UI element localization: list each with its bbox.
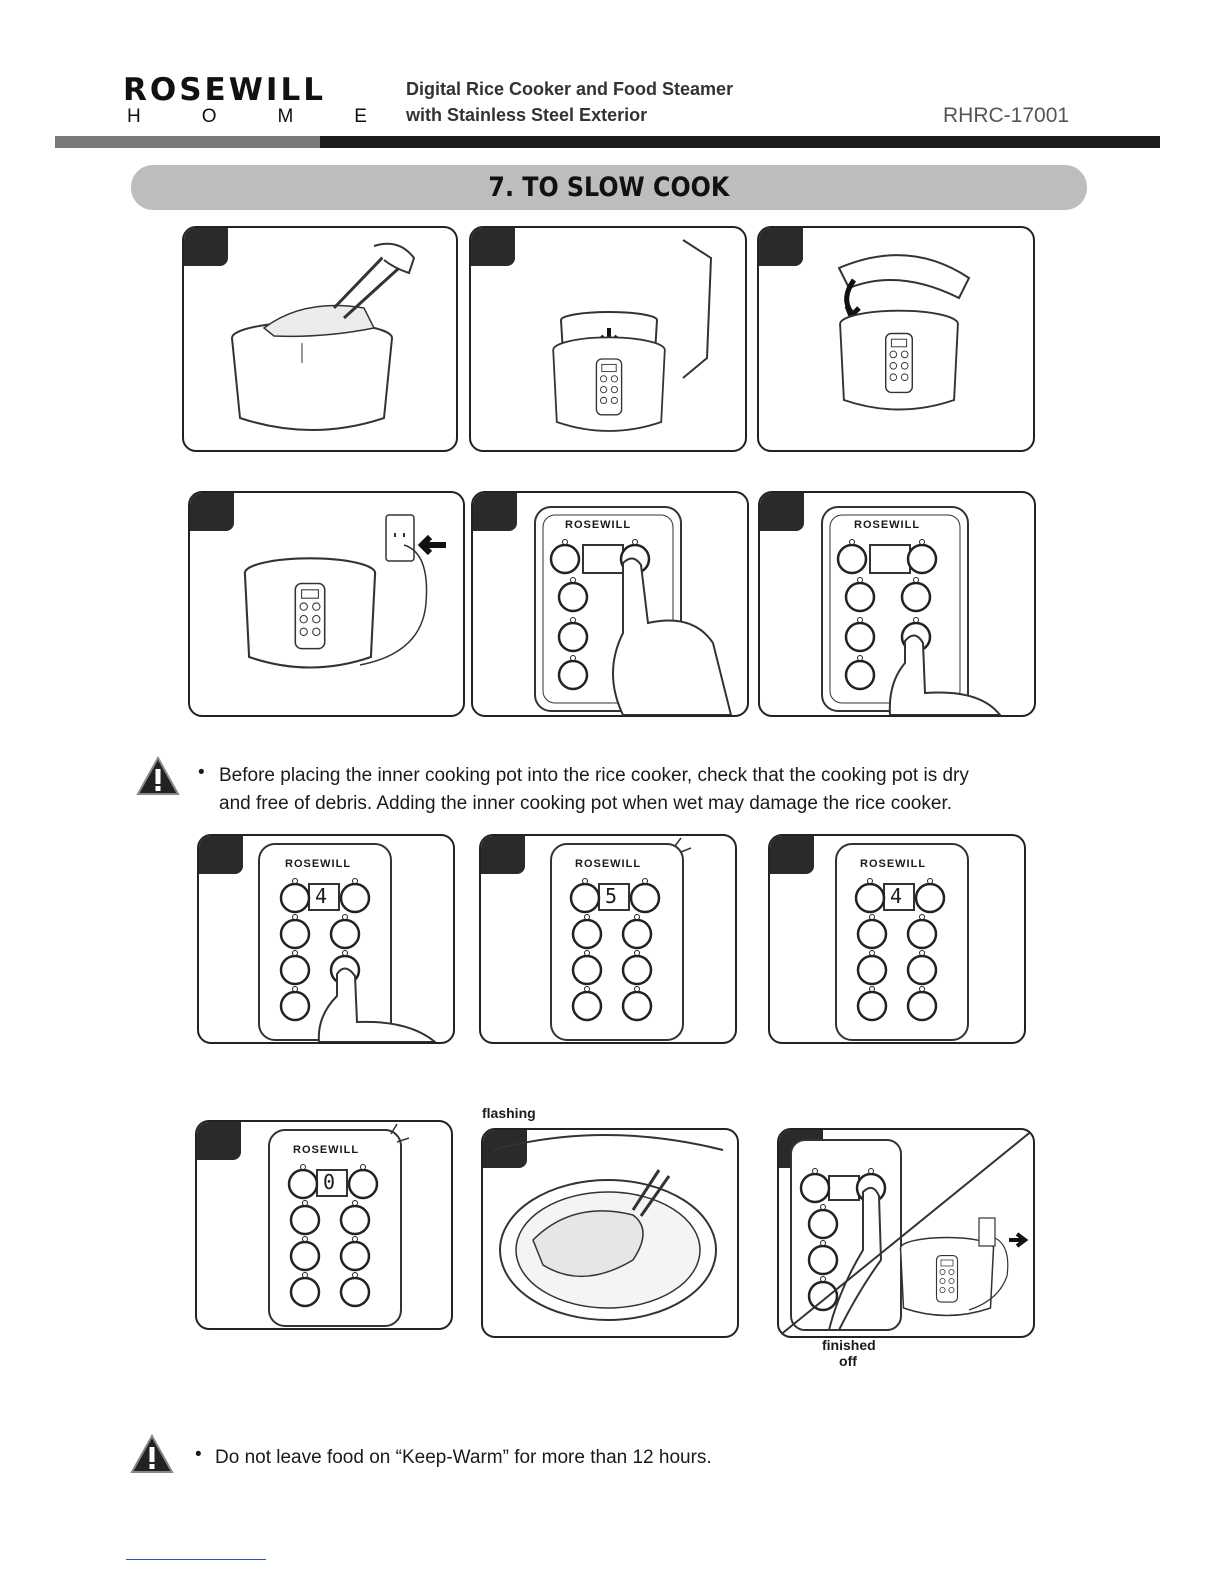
model-number: RHRC-17001: [943, 104, 1070, 127]
flashing-label: flashing: [482, 1105, 536, 1121]
step-panel-4: [188, 491, 465, 717]
off-label: off: [839, 1353, 857, 1369]
warning-line: and free of debris. Adding the inner coo…: [219, 793, 953, 814]
logo-letter: O: [201, 106, 217, 127]
panel-display: 5: [605, 884, 618, 908]
logo-letter: M: [277, 106, 294, 127]
panel-display: 4: [890, 884, 903, 908]
brand-logo: ROSEWILL: [123, 72, 326, 108]
control-panel-step8-illustration: [550, 837, 692, 1041]
panel-brand: ROSEWILL: [293, 1144, 360, 1156]
warning-text-2: Do not leave food on “Keep-Warm” for mor…: [215, 1447, 712, 1468]
step-panel-10: ROSEWILL 0: [195, 1120, 453, 1330]
header-rule-gray: [55, 136, 320, 148]
step-panel-8: ROSEWILL 5: [479, 834, 737, 1044]
panel-display: 4: [315, 884, 328, 908]
close-lid-illustration: [837, 254, 971, 411]
panel-brand: ROSEWILL: [575, 858, 642, 870]
control-panel-slow-cook-illustration: [821, 506, 1002, 715]
step-badge: [199, 836, 243, 874]
bullet: •: [195, 1444, 202, 1465]
document-title-line1: Digital Rice Cooker and Food Steamer: [406, 79, 734, 99]
step-panel-5: ROSEWILL: [471, 491, 749, 717]
panel-brand: ROSEWILL: [565, 519, 632, 531]
inner-pot-with-food-illustration: [231, 242, 416, 431]
plug-in-illustration: [243, 514, 446, 669]
step-badge: [184, 228, 228, 266]
step-badge: [190, 493, 234, 531]
step-badge: [760, 493, 804, 531]
logo-letter: H: [127, 106, 141, 127]
step-panel-7: ROSEWILL 4: [197, 834, 455, 1044]
control-panel-illustration: [534, 506, 733, 715]
step-panel-6: ROSEWILL: [758, 491, 1036, 717]
step-panel-12: [777, 1128, 1035, 1338]
panel-brand: ROSEWILL: [854, 519, 921, 531]
section-header: 7. TO SLOW COOK: [131, 165, 1087, 210]
step-badge: [770, 836, 814, 874]
step-panel-2: [469, 226, 747, 452]
warning-line: Before placing the inner cooking pot int…: [219, 765, 969, 786]
bullet: •: [198, 762, 205, 783]
step-badge: [197, 1122, 241, 1160]
step-badge: [483, 1130, 527, 1168]
panel-brand: ROSEWILL: [860, 858, 927, 870]
logo-letter: E: [354, 106, 367, 127]
panel-brand: ROSEWILL: [285, 858, 352, 870]
step-panel-3: [757, 226, 1035, 452]
warning-text-1: Before placing the inner cooking pot int…: [219, 762, 1099, 818]
warning-icon: [136, 756, 180, 795]
section-title: 7. TO SLOW COOK: [488, 172, 730, 203]
control-panel-step9-illustration: [835, 843, 969, 1041]
control-panel-step7-illustration: [258, 843, 437, 1042]
document-title-line2: with Stainless Steel Exterior: [406, 105, 648, 125]
panel-display: 0: [323, 1170, 336, 1194]
control-panel-step10-illustration: [268, 1123, 410, 1327]
step-badge: [759, 228, 803, 266]
step-panel-1: [182, 226, 458, 452]
pot-into-cooker-illustration: [552, 239, 713, 432]
step-panel-11: [481, 1128, 739, 1338]
finished-off-label: finished off: [822, 1337, 876, 1369]
document-title: Digital Rice Cooker and Food Steamer wit…: [406, 76, 733, 128]
header-rule-black: [320, 136, 1160, 148]
brand-logo-sub: H O M E: [127, 106, 367, 128]
step-badge: [471, 228, 515, 266]
step-badge: [481, 836, 525, 874]
turn-off-unplug-illustration: [779, 1130, 1033, 1336]
finished-label: finished: [822, 1337, 876, 1353]
step-panel-9: ROSEWILL 4: [768, 834, 1026, 1044]
warning-icon: [130, 1434, 174, 1473]
step-badge: [473, 493, 517, 531]
open-lid-cooked-food-illustration: [492, 1134, 724, 1321]
footer-link-underline: [126, 1559, 266, 1560]
